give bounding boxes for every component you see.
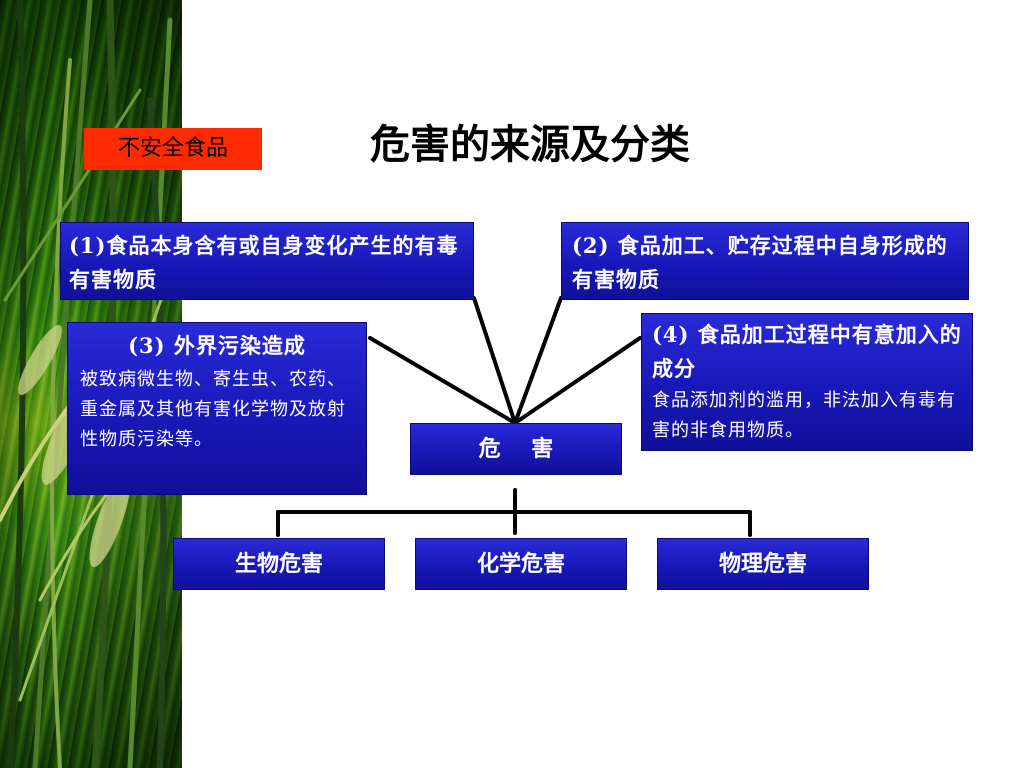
category-physical-hazard: 物理危害 (657, 538, 869, 590)
source-box-2: (2) 食品加工、贮存过程中自身形成的有害物质 (561, 222, 969, 300)
category-chemical-hazard: 化学危害 (415, 538, 627, 590)
source-3-description: 被致病微生物、寄生虫、农药、重金属及其他有害化学物及放射性物质污染等。 (80, 369, 346, 450)
source-box-1: (1)食品本身含有或自身变化产生的有毒有害物质 (60, 222, 474, 300)
hazard-center-box: 危 害 (410, 423, 622, 475)
connector-source-4 (513, 336, 642, 425)
connector-source-3 (368, 336, 517, 425)
connector-source-2 (513, 296, 563, 425)
category-biological-hazard: 生物危害 (173, 538, 385, 590)
connector-source-1 (472, 296, 517, 425)
source-4-heading: (4) 食品加工过程中有意加入的成分 (652, 322, 962, 381)
source-box-3: (3) 外界污染造成 被致病微生物、寄生虫、农药、重金属及其他有害化学物及放射性… (67, 322, 367, 495)
slide-title: 危害的来源及分类 (370, 122, 690, 168)
source-box-4: (4) 食品加工过程中有意加入的成分 食品添加剂的滥用，非法加入有毒有害的非食用… (641, 313, 973, 451)
source-4-description: 食品添加剂的滥用，非法加入有毒有害的非食用物质。 (652, 390, 956, 441)
unsafe-food-tag: 不安全食品 (84, 128, 262, 170)
source-1-heading: (1)食品本身含有或自身变化产生的有毒有害物质 (69, 233, 459, 292)
source-3-heading: (3) 外界污染造成 (128, 333, 306, 358)
source-2-heading: (2) 食品加工、贮存过程中自身形成的有害物质 (572, 233, 948, 292)
